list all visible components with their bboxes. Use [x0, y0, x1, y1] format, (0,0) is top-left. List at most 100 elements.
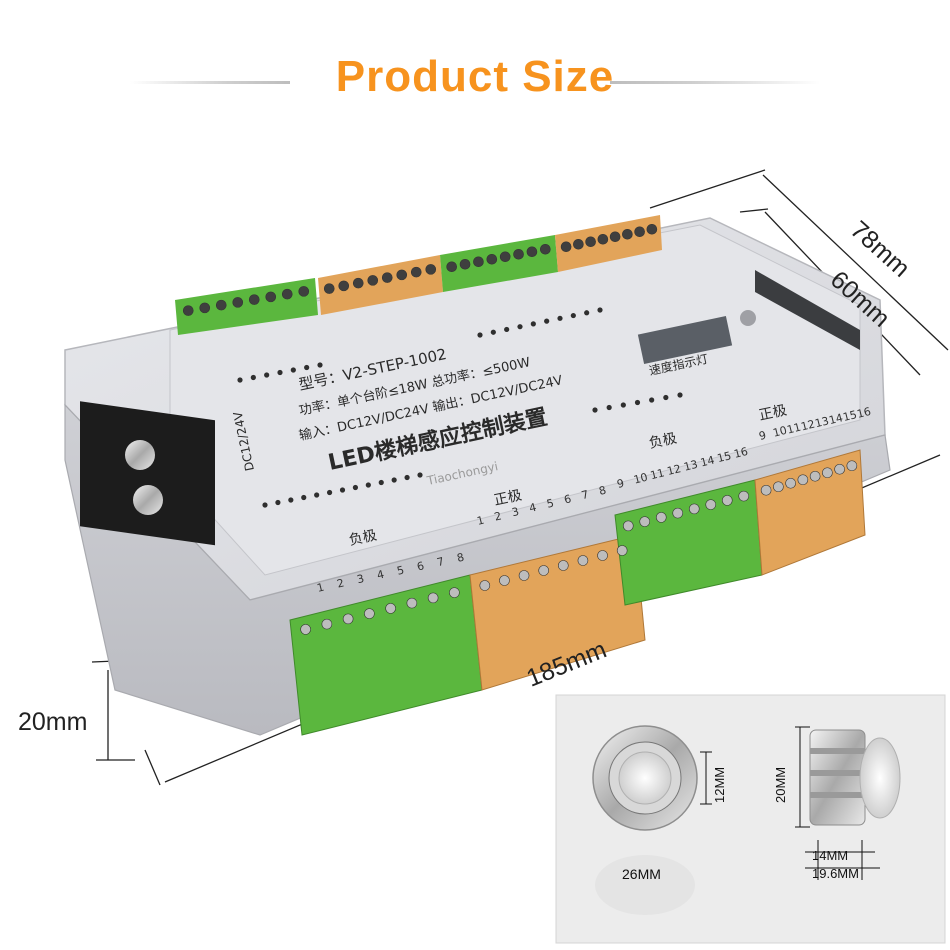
sensor-inner-diameter: 14MM	[812, 848, 849, 863]
sensor-height-dim: 20MM	[773, 766, 788, 803]
terminal-screw	[381, 272, 393, 283]
sensor-side-view	[809, 729, 901, 826]
terminal-screw	[738, 490, 750, 502]
terminal-screw	[479, 580, 491, 591]
title-bar: Product Size	[0, 50, 950, 110]
terminal-screw	[558, 560, 569, 571]
terminal-screw	[639, 516, 651, 527]
terminal-number: 16	[733, 445, 750, 461]
terminal-number: 5	[545, 496, 555, 510]
vent-hole	[620, 402, 626, 408]
vent-hole	[597, 307, 603, 313]
terminal-screw	[797, 474, 809, 486]
terminal-screw	[499, 575, 510, 586]
vent-hole	[339, 487, 346, 493]
vent-hole	[288, 497, 294, 503]
controller-device	[64, 215, 891, 736]
terminal-screw	[410, 266, 422, 278]
terminal-screw	[785, 477, 796, 489]
terminal-number: 12	[800, 417, 817, 433]
vent-hole	[317, 362, 323, 368]
terminal-number: 12	[666, 462, 683, 478]
terminal-screw	[396, 269, 408, 281]
terminal-screw	[688, 503, 700, 515]
title-line-right	[610, 81, 820, 84]
vent-hole	[477, 332, 483, 338]
terminal-screw	[560, 241, 572, 253]
vent-hole	[391, 477, 397, 483]
terminal-screw	[199, 302, 211, 314]
terminal-screw	[449, 587, 460, 598]
vent-hole	[290, 367, 296, 373]
terminal-screw	[364, 608, 375, 619]
terminal-screw	[585, 236, 596, 248]
terminal-screw	[281, 288, 293, 300]
vent-hole	[634, 399, 641, 406]
terminal-number: 13	[682, 458, 699, 474]
terminal-screw	[609, 231, 621, 243]
vent-hole	[250, 374, 256, 381]
vent-hole	[504, 326, 510, 333]
vent-hole	[275, 499, 281, 506]
terminal-screw	[573, 238, 584, 250]
terminal-number: 16	[856, 405, 873, 421]
terminal-screw	[499, 251, 511, 263]
terminal-number: 3	[510, 505, 520, 519]
dim-height: 20mm	[18, 708, 88, 736]
vent-hole	[557, 315, 563, 321]
terminal-screw	[425, 264, 437, 275]
terminal-number: 4	[528, 501, 538, 515]
terminal-screw	[538, 565, 549, 576]
terminal-screw	[446, 261, 457, 273]
terminal-number: 2	[493, 509, 503, 523]
terminal-number: 3	[356, 572, 366, 586]
terminal-screw	[232, 297, 244, 308]
terminal-screw	[248, 294, 260, 305]
vent-hole	[517, 324, 523, 330]
vent-hole	[592, 407, 598, 413]
mode-button	[740, 310, 756, 326]
vent-hole	[404, 474, 410, 481]
vent-hole	[314, 492, 320, 498]
terminal-screw	[518, 570, 530, 581]
vent-hole	[490, 329, 496, 335]
terminal-number: 8	[598, 484, 608, 498]
terminal-number: 2	[336, 576, 346, 590]
sensor-outer-diameter: 19.6MM	[812, 866, 859, 881]
sensor-lens-dim: 12MM	[712, 766, 727, 803]
neg-label-front-2: 负极	[648, 430, 679, 451]
terminal-screw	[622, 520, 634, 532]
terminal-screw	[809, 470, 821, 482]
terminal-screw	[646, 223, 658, 235]
terminal-number: 4	[376, 568, 386, 582]
terminal-screw	[540, 243, 551, 255]
sensor-inset-graphics	[555, 694, 946, 944]
vent-hole	[649, 397, 655, 403]
vent-hole	[365, 482, 371, 488]
terminal-screw	[526, 246, 538, 258]
sensor-lens	[618, 751, 672, 805]
terminal-screw	[486, 253, 498, 265]
front-terminals	[289, 449, 866, 736]
terminal-number: 9	[758, 429, 768, 443]
terminal-screw	[616, 545, 628, 556]
vent-hole	[304, 364, 310, 371]
power-terminal	[80, 401, 215, 546]
terminal-screw	[459, 258, 471, 270]
terminal-screw	[622, 228, 633, 240]
vent-hole	[417, 472, 423, 478]
vent-hole	[584, 310, 590, 316]
terminal-number: 10	[632, 471, 649, 487]
terminal-number: 14	[828, 411, 845, 427]
vent-hole	[530, 321, 536, 327]
vent-hole	[352, 484, 359, 491]
terminal-screw	[352, 277, 364, 289]
vent-hole	[677, 392, 683, 398]
terminal-screw	[406, 597, 418, 609]
terminal-screw	[265, 291, 277, 303]
pos-label-front: 正极	[493, 487, 524, 508]
terminal-screw	[597, 233, 609, 245]
terminal-screw	[323, 283, 335, 294]
speed-display	[637, 315, 733, 365]
